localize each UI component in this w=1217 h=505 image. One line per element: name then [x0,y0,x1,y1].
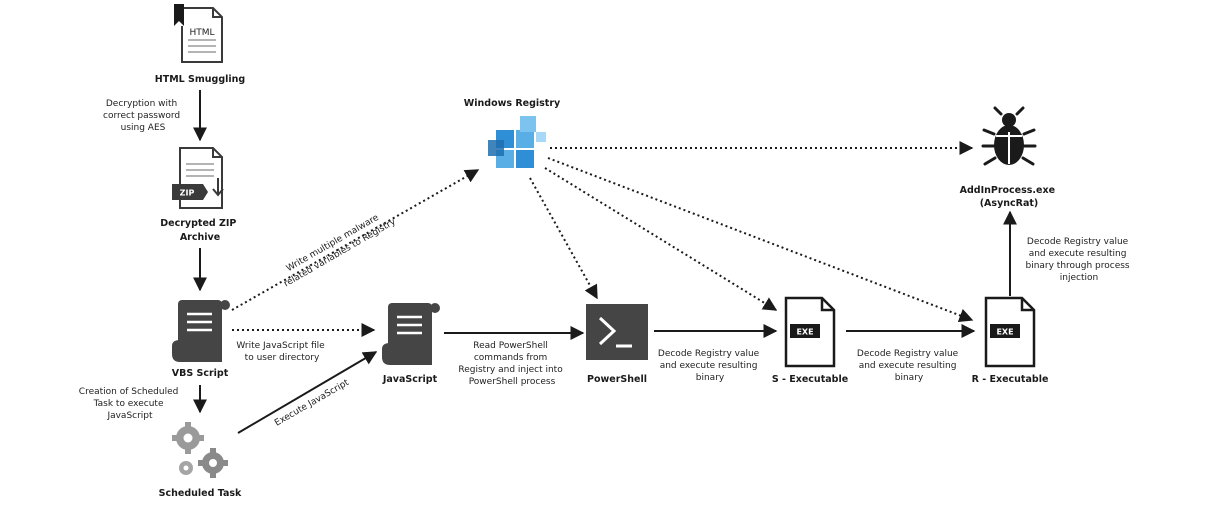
html-file-icon: HTML [174,4,223,63]
edge-label-write-js: Write JavaScript file to user directory [236,341,327,363]
exe-file-icon: EXE [784,296,836,368]
node-label-zip-archive: Decrypted ZIP Archive [160,218,239,243]
node-label-javascript: JavaScript [382,374,438,385]
node-addinprocess: AddInProcess.exe (AsyncRat) [960,106,1059,209]
node-label-html-smuggling: HTML Smuggling [155,74,245,85]
bug-icon [981,106,1037,166]
node-r-executable: EXE R - Executable [972,296,1049,385]
edges [193,90,1017,434]
edge-label-write-registry: Write multiple malware related variables… [276,206,398,289]
node-label-r-executable: R - Executable [972,374,1049,385]
node-zip-archive: ZIP Decrypted ZIP Archive [160,147,239,243]
r-exe-icon-text: EXE [996,328,1013,337]
zip-file-icon: ZIP [172,147,224,209]
edge-registry-to-powershell [529,177,598,300]
edge-label-decode-r: Decode Registry value and execute result… [857,349,961,383]
edge-label-decryption: Decryption with correct password using A… [103,99,183,133]
edge-vbs-to-registry [231,169,480,311]
node-powershell: PowerShell [586,304,648,385]
node-javascript: JavaScript [382,303,440,385]
node-label-powershell: PowerShell [587,374,647,385]
registry-cubes-icon [488,116,546,168]
node-vbs-script: VBS Script [172,300,230,379]
node-label-vbs-script: VBS Script [172,368,229,379]
zip-icon-text: ZIP [180,189,195,198]
html-icon-text: HTML [189,28,214,38]
node-label-addinprocess: AddInProcess.exe (AsyncRat) [960,185,1059,209]
edge-label-decode-inject: Decode Registry value and execute result… [1025,237,1132,283]
node-s-executable: EXE S - Executable [772,296,848,385]
edge-registry-to-r-exe [547,157,974,323]
node-html-smuggling: HTML HTML Smuggling [155,4,245,85]
node-label-scheduled-task: Scheduled Task [159,488,242,499]
exe-file-icon: EXE [984,296,1036,368]
edge-label-read-ps: Read PowerShell commands from Registry a… [458,341,565,387]
script-scroll-icon [382,303,440,365]
edge-label-decode-s: Decode Registry value and execute result… [658,349,762,383]
node-windows-registry: Windows Registry [464,98,561,168]
node-label-windows-registry: Windows Registry [464,98,561,109]
script-scroll-icon [172,300,230,362]
edge-task-to-javascript [237,351,378,434]
node-scheduled-task: Scheduled Task [159,422,242,499]
gears-icon [172,422,228,478]
node-label-s-executable: S - Executable [772,374,848,385]
s-exe-icon-text: EXE [796,328,813,337]
edge-label-create-task: Creation of Scheduled Task to execute Ja… [79,387,181,421]
powershell-prompt-icon [586,304,648,360]
edge-label-execute-js: Execute JavaScript [273,378,351,429]
edge-registry-to-s-exe [544,167,778,311]
